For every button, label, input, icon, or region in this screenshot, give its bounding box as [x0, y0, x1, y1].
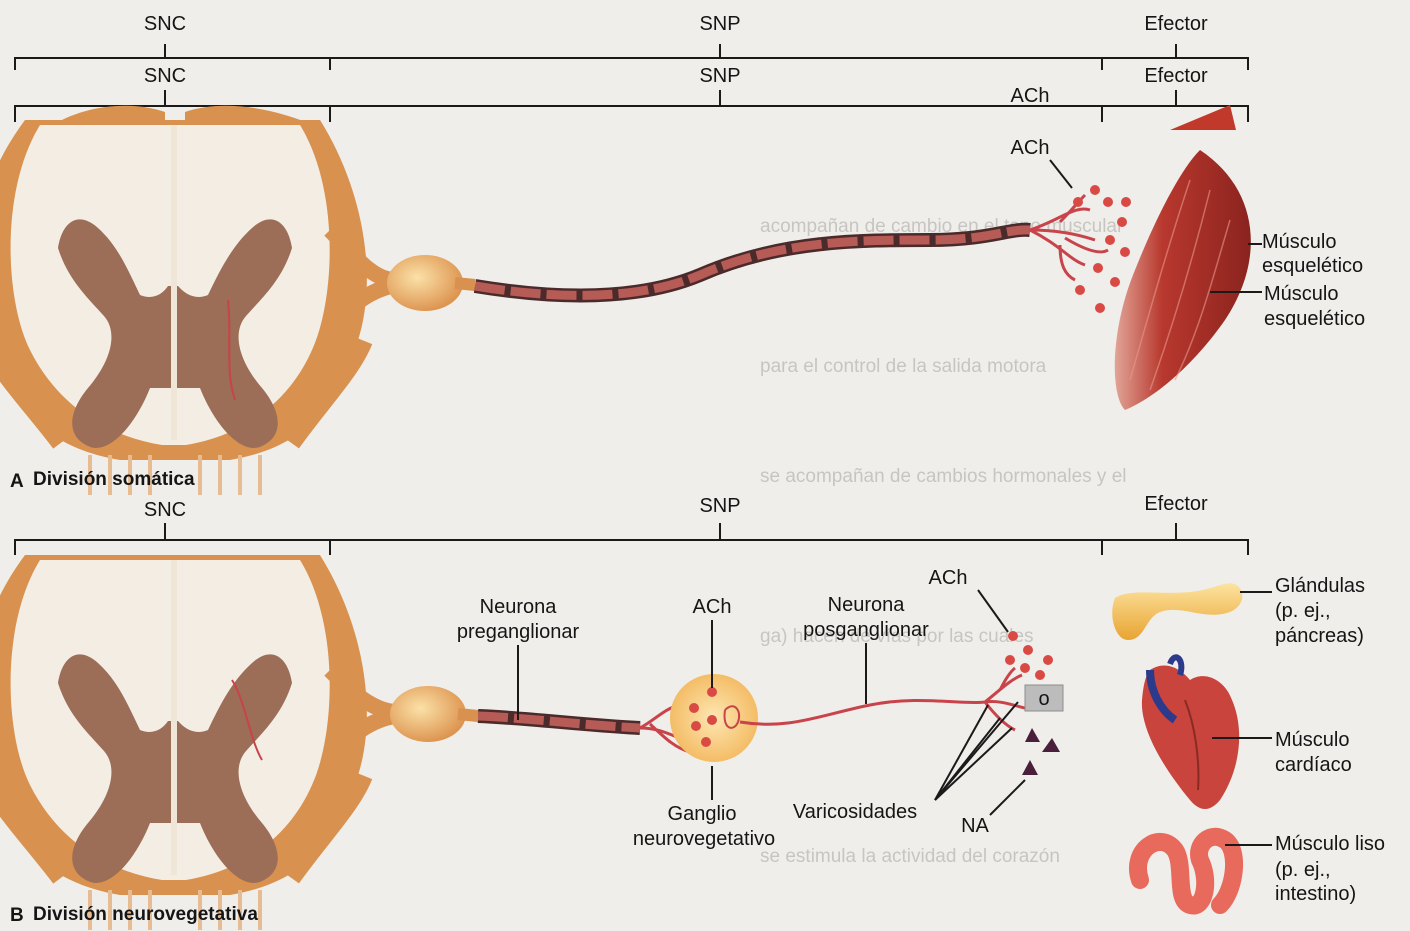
svg-text:se estimula la actividad del c: se estimula la actividad del corazón	[760, 846, 1060, 867]
snp-label-b: SNP	[699, 495, 740, 517]
smooth-muscle-label-2: (p. ej.,	[1275, 859, 1331, 881]
postganglionic-axon	[740, 700, 985, 724]
postganglionic-label-2: posganglionar	[803, 619, 929, 641]
snc-label-b: SNC	[144, 499, 186, 521]
glands-label-3: páncreas)	[1275, 625, 1364, 647]
smooth-muscle-label-1: Músculo liso	[1275, 833, 1385, 855]
skeletal-muscle-label-1: Músculo	[1262, 231, 1336, 253]
snc-label-a: SNC	[144, 65, 186, 87]
snc-label-a-top: SNC	[144, 13, 186, 35]
effector-label-a: Efector	[1144, 65, 1208, 87]
intestine	[1138, 837, 1234, 906]
effector-label-a-top: Efector	[1144, 13, 1208, 35]
ach-vesicles-a	[1073, 185, 1131, 313]
postganglionic-label-1: Neurona	[828, 594, 906, 616]
autonomic-varicosities	[985, 668, 1025, 730]
preganglionic-label-2: preganglionar	[457, 621, 580, 643]
cardiac-label-1: Músculo	[1275, 729, 1349, 751]
bracket-row-1	[15, 58, 1248, 70]
glands-label-1: Glándulas	[1275, 575, 1365, 597]
skeletal-muscle-label-4: esquelético	[1264, 308, 1365, 330]
ganglion-label-1: Ganglio	[668, 803, 737, 825]
section-a-title: División somática	[33, 469, 195, 490]
preganglionic-label-1: Neurona	[480, 596, 558, 618]
spinal-cord-a	[0, 120, 367, 495]
bracket-row-3	[15, 540, 1248, 555]
section-a-somatic: SNC SNP Efector SNC SNP Efector ACh	[0, 13, 1365, 495]
background-print-through: acompañan de cambio en el tono muscular …	[760, 216, 1126, 867]
na-triangles	[1022, 728, 1060, 775]
section-b-autonomic: SNC SNP Efector	[0, 493, 1385, 930]
ach-label-a-top: ACh	[1011, 85, 1050, 107]
svg-text:se acompañan de cambios hormon: se acompañan de cambios hormonales y el	[760, 466, 1126, 487]
somatic-neuron-soma	[387, 255, 463, 311]
skeletal-muscle-label-3: Músculo	[1264, 283, 1338, 305]
ach-terminal-label: ACh	[929, 567, 968, 589]
varicosities-label: Varicosidades	[793, 801, 917, 823]
muscle-tip-top	[1170, 105, 1236, 130]
skeletal-muscle-label-2: esquelético	[1262, 255, 1363, 277]
cardiac-label-2: cardíaco	[1275, 754, 1352, 776]
skeletal-muscle	[1115, 150, 1251, 410]
snp-label-a: SNP	[699, 65, 740, 87]
ach-label-a: ACh	[1011, 137, 1050, 159]
smooth-muscle-label-3: intestino)	[1275, 883, 1356, 905]
section-b-title: División neurovegetativa	[33, 904, 258, 925]
autonomic-neuron-soma	[390, 686, 466, 742]
snp-label-a-top: SNP	[699, 13, 740, 35]
o-symbol: o	[1038, 688, 1049, 710]
pancreas	[1112, 583, 1242, 640]
ganglion-label-2: neurovegetativo	[633, 828, 775, 850]
glands-label-2: (p. ej.,	[1275, 600, 1331, 622]
ach-ganglion-label: ACh	[693, 596, 732, 618]
na-label: NA	[961, 815, 989, 837]
section-b-letter: B	[10, 905, 24, 926]
effector-label-b: Efector	[1144, 493, 1208, 515]
svg-text:para el control de la salida m: para el control de la salida motora	[760, 356, 1047, 377]
section-a-letter: A	[10, 471, 24, 492]
spinal-cord-b	[0, 555, 367, 930]
